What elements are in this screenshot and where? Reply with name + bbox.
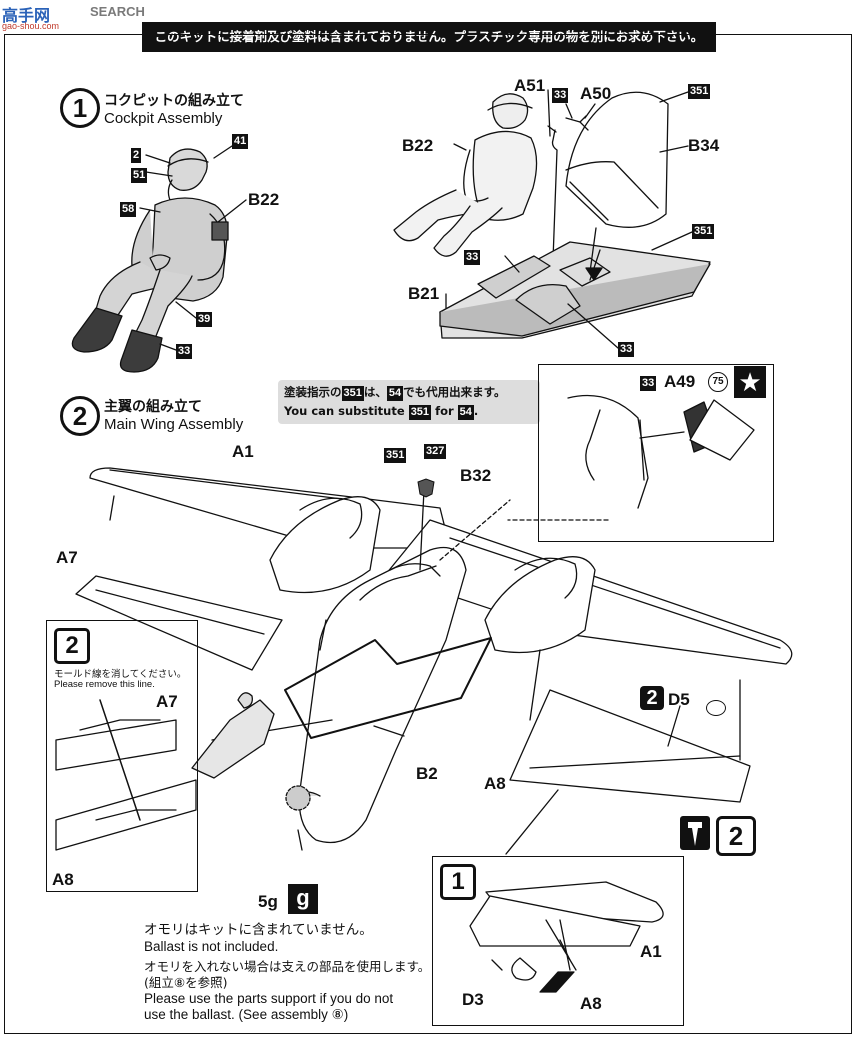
part-label: A8 [52, 870, 74, 889]
paint-swatch-icon [416, 478, 436, 498]
warning-banner: このキットに接着剤及び塗料は含まれておりません。プラスチック専用の物を別にお求め… [142, 22, 716, 52]
part-label: B34 [688, 136, 720, 155]
part-label: A1 [232, 442, 254, 461]
inset-bottom-art [469, 881, 664, 993]
color-callout: 33 [176, 344, 193, 359]
wing-part-a8 [509, 689, 751, 803]
inset-left-art [55, 699, 197, 851]
part-label: A7 [56, 548, 78, 567]
part-label: A8 [580, 994, 602, 1013]
fuselage [285, 546, 467, 844]
part-label: D3 [462, 990, 484, 1009]
inset-note-en: Please remove this line. [54, 679, 155, 690]
watermark-logo: 高手网 SEARCH gao-shou.com [2, 2, 152, 32]
step-ref-icon: 2 [716, 816, 756, 856]
color-callout: 33 [640, 376, 657, 391]
part-label: B32 [460, 466, 492, 485]
watermark-brand: SEARCH [90, 4, 145, 19]
pilot-figure-left [71, 148, 229, 373]
part-label: A8 [484, 774, 506, 793]
color-callout: 39 [196, 312, 213, 327]
star-icon: ★ [734, 366, 766, 398]
color-callout: 351 [341, 386, 364, 401]
part-label: B21 [408, 284, 440, 303]
step2-title-en: Main Wing Assembly [104, 416, 244, 433]
part-label: D5 [668, 690, 690, 709]
step1-title-en: Cockpit Assembly [104, 110, 223, 127]
inset-wing-tip [432, 856, 684, 1026]
part-label: A50 [580, 84, 612, 103]
pilot-figure-seated [393, 93, 538, 257]
glue-icon [680, 816, 710, 850]
color-callout: 33 [464, 250, 481, 265]
inset-canopy-art [567, 394, 755, 509]
inset-mold-line [46, 620, 198, 892]
color-callout: 33 [552, 88, 569, 103]
support-note-en1: Please use the parts support if you do n… [144, 991, 394, 1006]
color-callout: 58 [120, 202, 137, 217]
part-label: A51 [514, 76, 546, 95]
part-d5-icon [706, 700, 726, 716]
color-callout: 33 [618, 342, 635, 357]
watermark-brand-icon: 高手网 [2, 8, 51, 25]
cockpit-floor [439, 227, 711, 339]
color-callout: 351 [408, 405, 432, 420]
step2-number: 2 [60, 396, 100, 436]
weight-icon: g [288, 884, 318, 914]
ballast-note-en: Ballast is not included. [144, 939, 279, 954]
color-callout: 54 [386, 386, 404, 401]
tail-boom-outline [284, 637, 492, 739]
weight-label: 5g [258, 892, 278, 911]
part-label: B22 [402, 136, 434, 155]
inset-step-icon: 1 [440, 864, 476, 900]
part-label: B2 [416, 764, 438, 783]
watermark-url: gao-shou.com [2, 21, 60, 31]
color-callout: 51 [131, 168, 148, 183]
color-callout: 54 [457, 405, 474, 420]
color-callout: 41 [232, 134, 249, 149]
seat-back [565, 91, 669, 228]
small-seat-figure [191, 692, 275, 779]
inset-canopy [538, 364, 774, 542]
color-callout-circle: 75 [708, 372, 728, 392]
step1-title-jp: コクピットの組み立て [104, 93, 244, 109]
step-ref-icon: 2 [640, 686, 664, 710]
part-label: B22 [248, 190, 280, 209]
step1-title: コクピットの組み立て Cockpit Assembly [104, 90, 244, 127]
support-note-ref: (組立⑧を参照) [144, 975, 228, 990]
support-note-jp: オモリを入れない場合は支えの部品を使用します。 [144, 959, 431, 974]
engine-nacelles [269, 496, 596, 654]
part-label: A7 [156, 692, 178, 711]
step1-number: 1 [60, 88, 100, 128]
support-note-en2: use the ballast. (See assembly ⑧) [144, 1007, 349, 1022]
step2-title-jp: 主翼の組み立て [104, 399, 202, 415]
color-callout: 327 [424, 444, 447, 459]
color-callout: 351 [384, 448, 407, 463]
color-callout: 351 [692, 224, 715, 239]
part-label: A1 [640, 942, 662, 961]
step2-title: 主翼の組み立て Main Wing Assembly [104, 396, 243, 433]
ballast-note-jp: オモリはキットに含まれていません。 [144, 922, 373, 938]
color-callout: 2 [131, 148, 142, 163]
inset-step-icon: 2 [54, 628, 90, 664]
color-callout: 351 [688, 84, 711, 99]
wing-part-a7 [75, 575, 283, 671]
inset-note-jp: モールド線を消してください。 [54, 669, 187, 680]
part-label: A49 [664, 372, 696, 391]
